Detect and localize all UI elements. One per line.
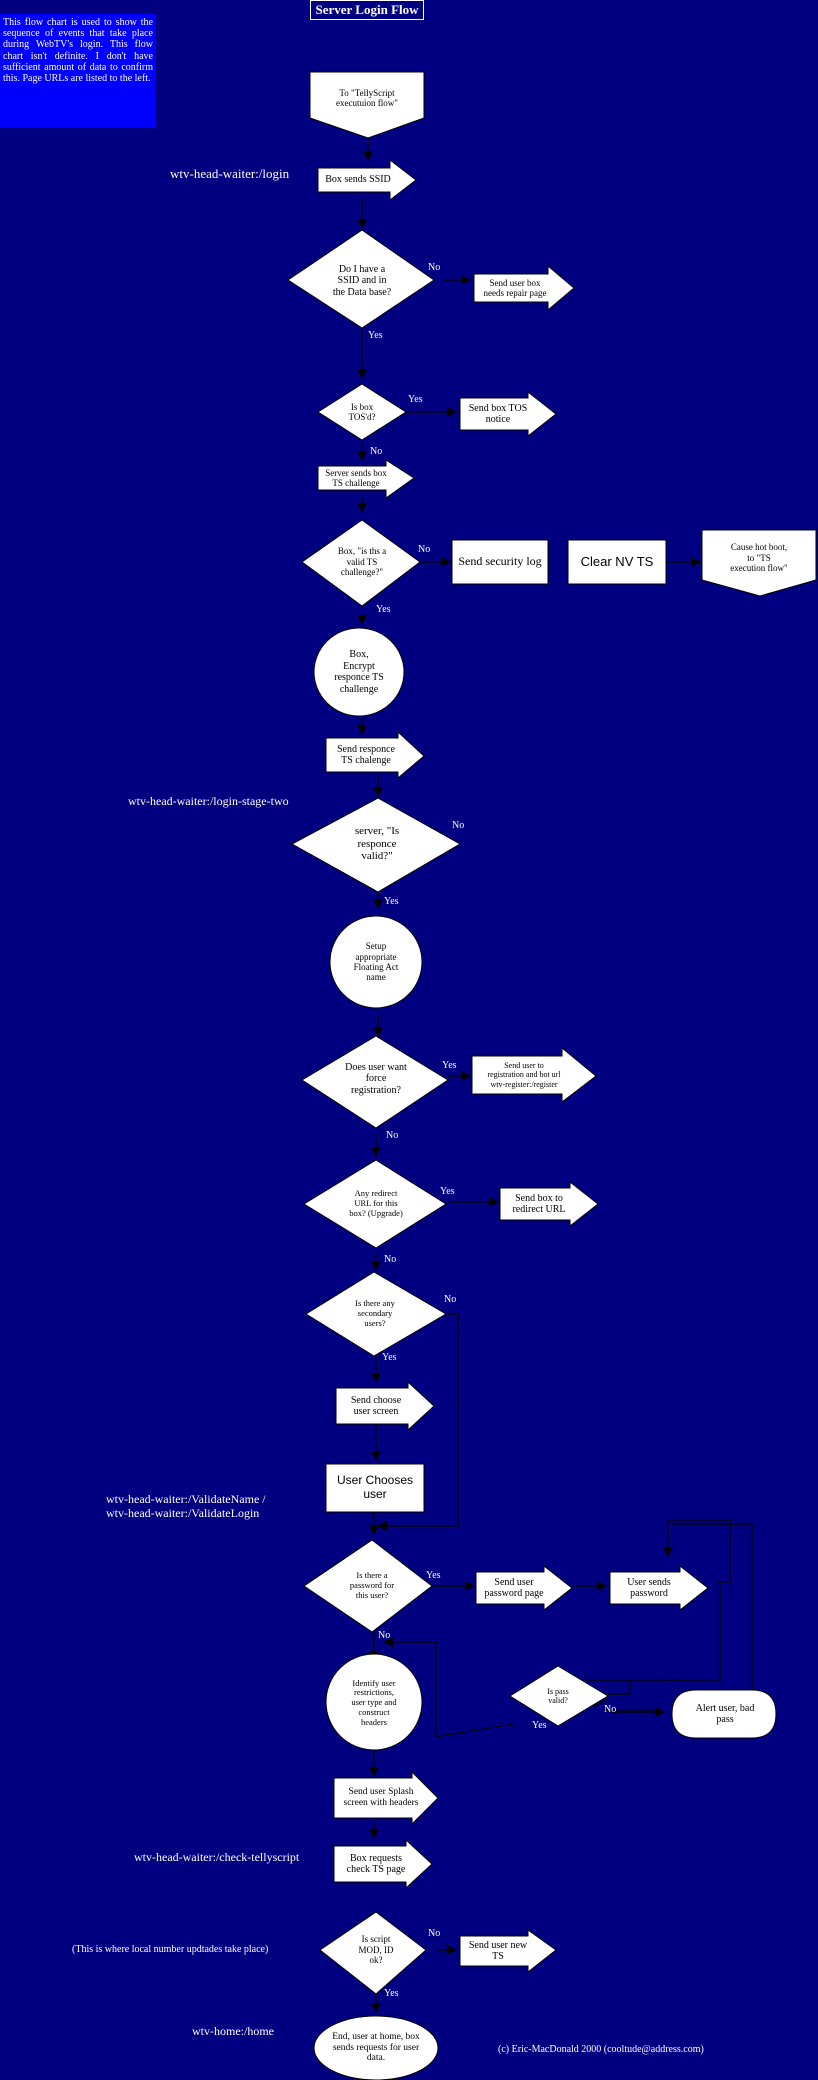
node-needs-repair-shape xyxy=(473,264,575,312)
edge-label-yes: Yes xyxy=(408,394,423,405)
node-alert-user-shape xyxy=(671,1689,777,1739)
url-check-tellyscript: wtv-head-waiter:/check-tellyscript xyxy=(134,1850,300,1864)
node-force-reg-shape xyxy=(301,1035,449,1129)
edge-label-yes: Yes xyxy=(376,604,391,615)
node-check-ts-shape xyxy=(333,1838,433,1890)
url-login: wtv-head-waiter:/login xyxy=(170,166,290,181)
node-to-tellyscript: To "TellyScript executuion flow" xyxy=(336,87,398,108)
node-needs-repair: Send user box needs repair page xyxy=(483,277,547,298)
node-have-ssid-shape xyxy=(287,229,435,329)
node-user-sends-password-shape xyxy=(609,1564,709,1612)
node-floating-act-shape xyxy=(329,915,423,1009)
edge-label-yes: Yes xyxy=(382,1352,397,1363)
edge-label-yes: Yes xyxy=(368,330,383,341)
node-send-response-shape xyxy=(325,730,425,780)
edge-label-yes: Yes xyxy=(440,1186,455,1197)
node-clear-nv: Clear NV TS xyxy=(580,553,654,569)
node-redirect-q: Any redirect URL for this box? (Upgrade) xyxy=(349,1188,403,1218)
node-end-home-shape xyxy=(313,2015,439,2080)
node-to-tellyscript-shape xyxy=(309,71,425,139)
node-send-redirect: Send box to redirect URL xyxy=(512,1192,566,1216)
node-send-tos-shape xyxy=(459,390,557,438)
edge-label-no: No xyxy=(604,1704,617,1715)
node-choose-screen: Send choose user screen xyxy=(350,1394,402,1418)
node-check-ts: Box requests check TS page xyxy=(346,1852,406,1876)
edge-label-yes: Yes xyxy=(442,1060,457,1071)
node-hot-boot: Cause hot boot, to "TS execution flow" xyxy=(730,542,788,574)
node-response-valid: server, "Is responce valid?" xyxy=(354,825,400,863)
page-title: Server Login Flow xyxy=(310,0,424,20)
edge-label-yes: Yes xyxy=(384,896,399,907)
node-have-ssid: Do I have a SSID and in the Data base? xyxy=(332,263,392,298)
node-valid-ts: Box, "is ths a valid TS challenge?" xyxy=(337,546,387,578)
node-hot-boot-shape xyxy=(701,529,817,597)
node-ts-challenge: Server sends box TS challenge xyxy=(325,467,387,488)
node-alert-user: Alert user, bad pass xyxy=(695,1702,755,1726)
node-box-tosd: Is box TOS'd? xyxy=(348,401,376,422)
edge-label-no: No xyxy=(452,820,465,831)
node-secondary-q: Is there any secondary users? xyxy=(355,1298,395,1328)
node-send-password-page: Send user password page xyxy=(484,1576,544,1600)
node-end-home: End, user at home, box sends requests fo… xyxy=(332,2031,420,2064)
node-security-log-shape xyxy=(451,539,549,585)
node-send-tos: Send box TOS notice xyxy=(468,402,528,426)
edge-label-no: No xyxy=(386,1130,399,1141)
node-force-reg: Does user want force registration? xyxy=(345,1061,407,1096)
node-password-q-shape xyxy=(303,1539,433,1633)
node-user-sends-password: User sends password xyxy=(627,1576,671,1600)
node-user-chooses-shape xyxy=(325,1463,425,1513)
node-clear-nv-shape xyxy=(567,539,667,585)
node-splash-shape xyxy=(333,1770,439,1826)
edge-label-yes: Yes xyxy=(532,1720,547,1731)
local-number-note: (This is where local number updtades tak… xyxy=(72,1944,269,1955)
node-user-chooses: User Chooses user xyxy=(336,1473,414,1501)
node-ts-challenge-shape xyxy=(317,459,415,499)
node-identify: Identify user restrictions, user type an… xyxy=(351,1677,397,1727)
node-send-new-ts: Send user new TS xyxy=(468,1939,528,1963)
node-redirect-q-shape xyxy=(303,1159,447,1249)
node-splash: Send user Splash screen with headers xyxy=(343,1787,419,1808)
node-send-registration-shape xyxy=(471,1046,597,1104)
node-send-new-ts-shape xyxy=(459,1929,557,1974)
node-security-log: Send security log xyxy=(458,554,542,569)
node-response-valid-shape xyxy=(290,797,462,893)
node-encrypt-shape xyxy=(313,627,405,717)
node-pass-valid: Is pass valid? xyxy=(547,1686,569,1705)
copyright-note: (c) Eric-MacDonald 2000 (cooltude@addres… xyxy=(498,2044,704,2055)
node-identify-shape xyxy=(325,1653,423,1751)
node-script-ok: Is script MOD, ID ok? xyxy=(358,1934,394,1966)
edge-label-no: No xyxy=(370,446,383,457)
node-script-ok-shape xyxy=(319,1911,427,1995)
intro-note: This flow chart is used to show the sequ… xyxy=(0,14,156,128)
node-box-sends-ssid-shape xyxy=(317,158,417,202)
node-box-tosd-shape xyxy=(317,383,407,441)
node-pass-valid-shape xyxy=(509,1665,609,1727)
node-secondary-q-shape xyxy=(305,1271,447,1357)
url-login-stage-two: wtv-head-waiter:/login-stage-two xyxy=(128,794,289,808)
node-send-password-page-shape xyxy=(475,1564,573,1612)
edge-label-no: No xyxy=(428,262,441,273)
node-send-redirect-shape xyxy=(499,1180,599,1228)
edge-label-no: No xyxy=(444,1294,457,1305)
node-send-registration: Send user to registration and bot url wt… xyxy=(487,1061,561,1089)
node-choose-screen-shape xyxy=(335,1380,435,1432)
node-password-q: Is there a password for this user? xyxy=(349,1570,395,1600)
node-floating-act: Setup appropriate Floating Act name xyxy=(353,941,399,983)
edge-label-yes: Yes xyxy=(384,1988,399,1999)
node-send-response: Send responce TS chalenge xyxy=(336,743,396,767)
edge-label-no: No xyxy=(428,1928,441,1939)
node-encrypt: Box, Encrypt responce TS challenge xyxy=(334,649,384,695)
node-box-sends-ssid: Box sends SSID xyxy=(325,174,391,186)
edge-label-no: No xyxy=(378,1630,391,1641)
node-valid-ts-shape xyxy=(301,519,421,607)
edge-label-no: No xyxy=(418,544,431,555)
edge-label-no: No xyxy=(384,1254,397,1265)
url-validate: wtv-head-waiter:/ValidateName / wtv-head… xyxy=(106,1492,266,1521)
url-home: wtv-home:/home xyxy=(192,2024,274,2038)
edge-label-yes: Yes xyxy=(426,1570,441,1581)
